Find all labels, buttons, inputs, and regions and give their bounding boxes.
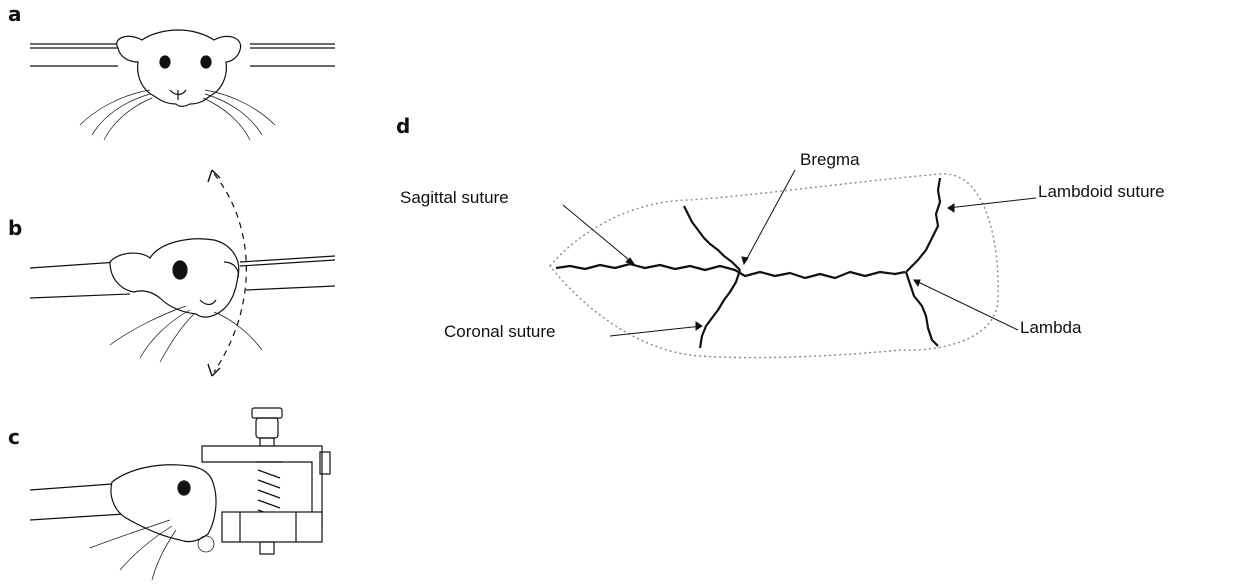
whiskers-b (109, 305, 263, 363)
rotation-arrow (207, 169, 247, 377)
nose-clamp (201, 407, 331, 555)
whiskers-c (89, 519, 215, 581)
rat-head-front (116, 29, 242, 107)
ear-bar-left (30, 43, 118, 67)
label-lambda: Lambda (1020, 318, 1082, 337)
panel-letter-b: b (8, 216, 23, 240)
label-lambdoid-suture: Lambdoid suture (1038, 182, 1165, 201)
panel-letter-d: d (396, 114, 411, 138)
ear-bar-right (250, 43, 335, 67)
panel-letter-c: c (8, 425, 20, 449)
sutures (555, 177, 942, 349)
ear-bar-right-b (239, 255, 336, 291)
panel-letter-a: a (8, 2, 22, 26)
label-bregma: Bregma (800, 150, 860, 169)
label-coronal-suture: Coronal suture (444, 322, 556, 341)
skull-outline (549, 173, 999, 359)
whiskers-a (79, 89, 276, 141)
ear-bar-c (29, 483, 125, 521)
ear-bar-left-b (29, 261, 131, 299)
rat-head-side-b (109, 238, 240, 318)
label-sagittal-suture: Sagittal suture (400, 188, 509, 207)
label-leaders (562, 169, 1037, 337)
rat-head-side-c (110, 464, 217, 543)
